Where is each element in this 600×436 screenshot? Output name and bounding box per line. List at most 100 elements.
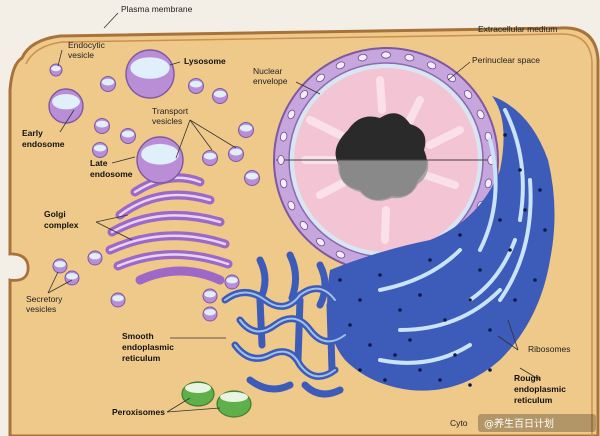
transport-vesicle xyxy=(228,146,244,162)
ribosome xyxy=(513,298,517,302)
nuclear-pore xyxy=(279,178,288,189)
early-endosome xyxy=(48,88,84,124)
label-late-endosome-line1: Late xyxy=(90,158,108,168)
vesicle-lumen xyxy=(204,309,216,316)
ribosome xyxy=(398,308,402,312)
ribosome xyxy=(453,353,457,357)
nuclear-pore xyxy=(277,155,285,165)
ribosome xyxy=(408,338,412,342)
transport-vesicle xyxy=(202,150,218,166)
nucleolus-granular xyxy=(337,160,429,201)
vesicle-lumen xyxy=(213,90,227,98)
lysosome xyxy=(125,49,175,99)
peroxisome xyxy=(181,381,215,407)
late-endosome xyxy=(136,136,184,184)
secretory-vesicle xyxy=(224,274,240,290)
transport-vesicle xyxy=(100,76,116,92)
label-nuclear-envelope-line1: Nuclear xyxy=(253,66,282,76)
ribosome xyxy=(368,343,372,347)
vesicle-lumen xyxy=(229,148,243,156)
nuclear-pore xyxy=(335,250,346,259)
label-cytosol-partial: Cyto xyxy=(450,418,468,428)
nuclear-pore xyxy=(335,61,346,70)
transport-vesicle xyxy=(238,122,254,138)
vesicle-lumen xyxy=(204,291,216,298)
peroxisome xyxy=(216,390,252,418)
secretory-vesicle xyxy=(110,292,126,308)
label-endocytic-vesicle-line2: vesicle xyxy=(68,50,94,60)
transport-vesicle xyxy=(94,118,110,134)
vesicle-lumen xyxy=(121,130,135,138)
label-peroxisomes: Peroxisomes xyxy=(112,407,165,417)
label-secretory-vesicles-line1: Secretory xyxy=(26,294,63,304)
ribosome xyxy=(543,228,547,232)
secretory-vesicle xyxy=(52,258,68,274)
transport-vesicle xyxy=(188,78,204,94)
leader-lines xyxy=(47,12,541,413)
label-rough-er-line2: endoplasmic xyxy=(514,384,566,394)
vesicle-lumen xyxy=(130,57,170,79)
label-secretory-vesicles-line2: vesicles xyxy=(26,304,56,314)
label-golgi-complex-line2: complex xyxy=(44,220,79,230)
ribosome xyxy=(468,298,472,302)
vesicle-lumen xyxy=(54,261,66,268)
vesicle-lumen xyxy=(95,120,109,128)
label-smooth-er-line3: reticulum xyxy=(122,353,161,363)
vesicle-lumen xyxy=(89,253,101,260)
nuclear-pore xyxy=(357,53,368,62)
ribosome xyxy=(488,328,492,332)
ribosome xyxy=(383,378,387,382)
label-endocytic-vesicle-line1: Endocytic xyxy=(68,40,106,50)
label-smooth-er-line1: Smooth xyxy=(122,331,154,341)
label-plasma-membrane: Plasma membrane xyxy=(121,4,193,14)
nucleus xyxy=(273,47,499,273)
label-extracellular-medium: Extracellular medium xyxy=(478,24,557,34)
ribosome xyxy=(468,383,472,387)
nuclear-pore xyxy=(299,221,309,230)
label-early-endosome-line1: Early xyxy=(22,128,43,138)
ribosome xyxy=(338,278,342,282)
label-perinuclear-space: Perinuclear space xyxy=(472,55,540,65)
ribosome xyxy=(518,168,522,172)
plasma-membrane xyxy=(25,33,593,436)
transport-vesicle xyxy=(212,88,228,104)
vesicles xyxy=(48,49,260,322)
rough-er-body xyxy=(327,96,555,391)
nuclear-pore xyxy=(299,90,309,99)
ribosome xyxy=(393,353,397,357)
vesicle-lumen xyxy=(239,124,253,132)
label-ribosomes: Ribosomes xyxy=(528,344,571,354)
nuclear-pore xyxy=(316,237,325,247)
nuclear-pore xyxy=(476,109,485,120)
secretory-vesicle xyxy=(202,306,218,322)
vesicle-lumen xyxy=(141,143,179,165)
ribosome xyxy=(348,323,352,327)
ribosome xyxy=(488,368,492,372)
ribosome xyxy=(358,298,362,302)
ribosome xyxy=(438,378,442,382)
ribosome xyxy=(428,258,432,262)
label-transport-vesicles-line2: vesicles xyxy=(152,116,182,126)
vesicle-lumen xyxy=(112,295,124,302)
vesicle-lumen xyxy=(66,273,78,280)
ribosome xyxy=(533,278,537,282)
secretory-vesicle xyxy=(202,288,218,304)
ribosome xyxy=(478,268,482,272)
transport-vesicle xyxy=(120,128,136,144)
ribosome xyxy=(538,188,542,192)
transport-vesicle xyxy=(244,170,260,186)
watermark-text: @养生百日计划 xyxy=(484,417,554,430)
label-rough-er-line3: reticulum xyxy=(514,395,553,405)
nuclear-pore xyxy=(404,53,415,62)
label-smooth-er-line2: endoplasmic xyxy=(122,342,174,352)
peroxisomes xyxy=(181,381,252,418)
ribosome xyxy=(508,248,512,252)
transport-vesicle xyxy=(92,142,108,158)
nuclear-pore xyxy=(316,73,325,83)
ribosome xyxy=(443,318,447,322)
label-late-endosome-line2: endosome xyxy=(90,169,133,179)
ribosome xyxy=(418,293,422,297)
smooth-er-lumen xyxy=(224,287,346,378)
endocytic-vesicle xyxy=(49,63,63,77)
